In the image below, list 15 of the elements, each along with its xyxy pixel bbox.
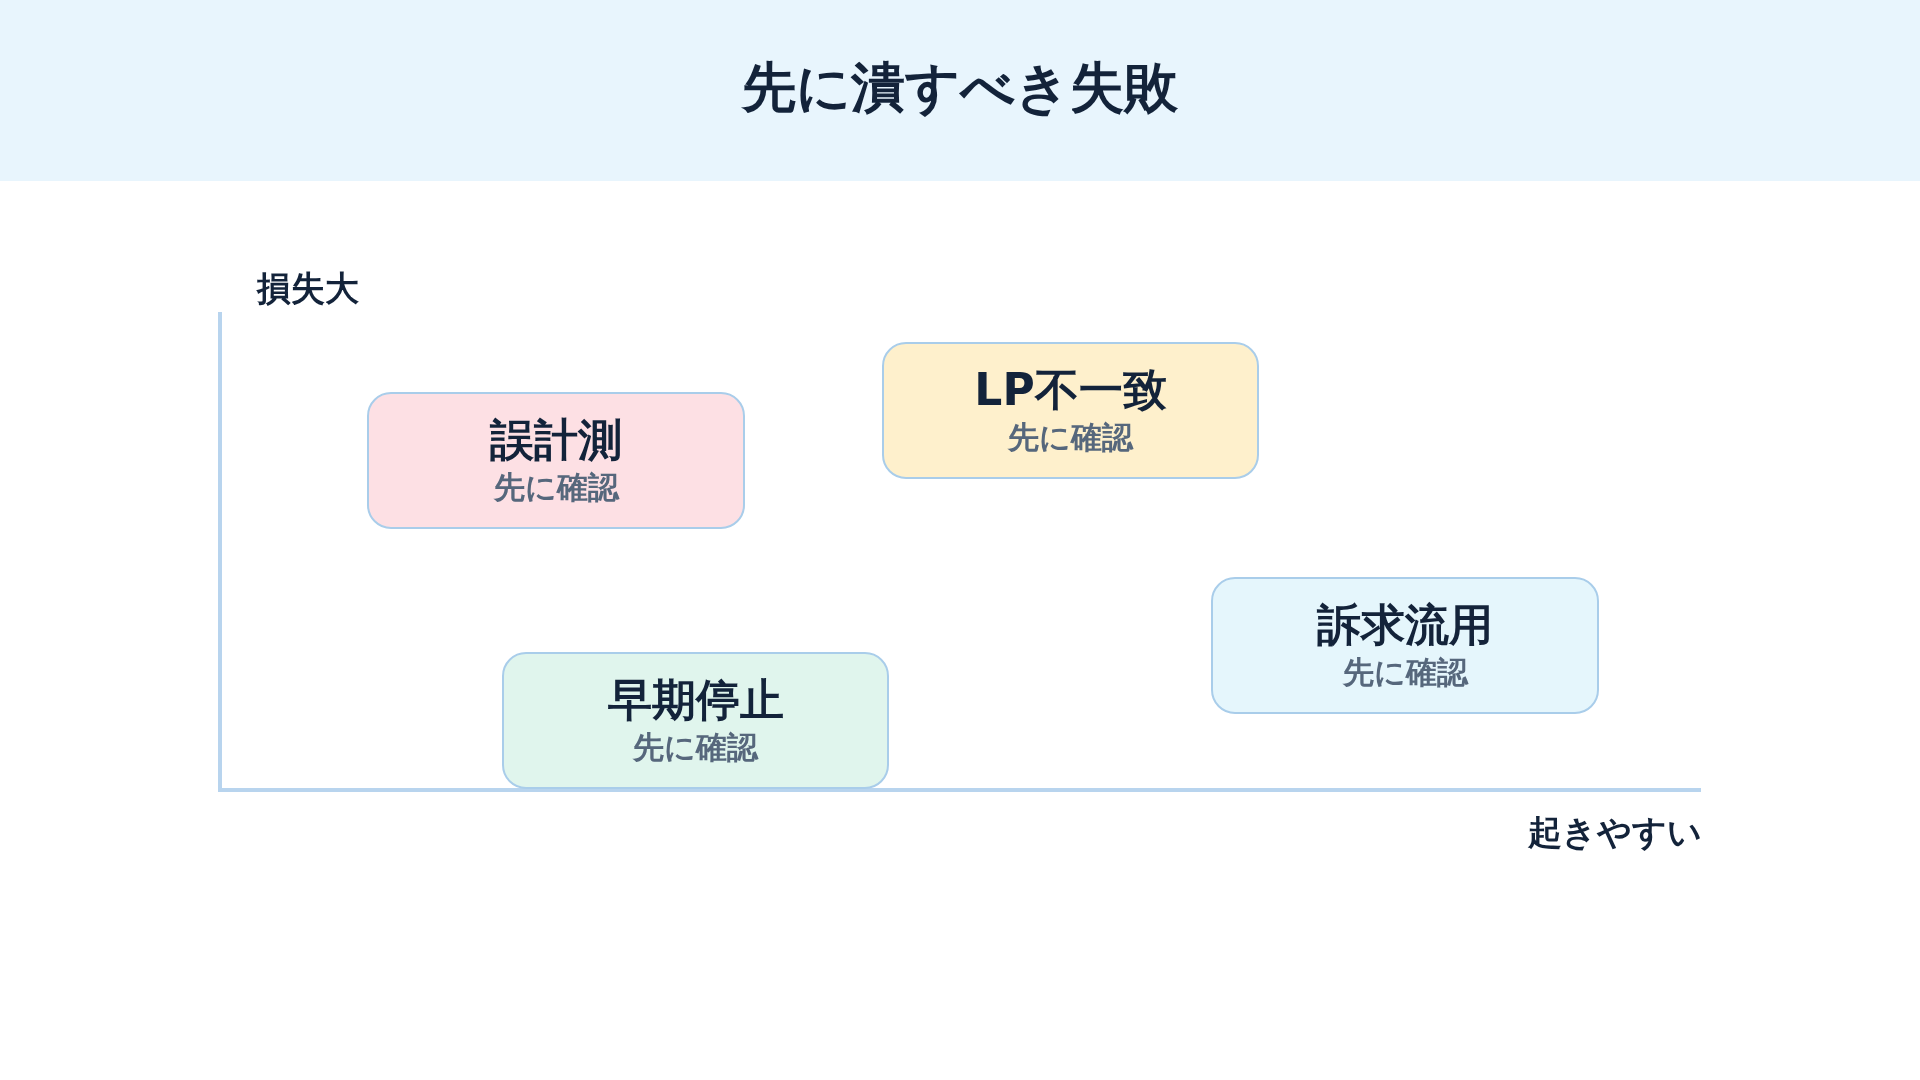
box-subtext: 先に確認	[1008, 419, 1133, 457]
rounded-box	[882, 342, 1259, 479]
box-subtext: 先に確認	[1342, 654, 1468, 692]
box-heading: 誤計測	[490, 414, 622, 466]
rounded-box	[1211, 577, 1599, 714]
x-axis-label: 起きやすい	[1528, 811, 1702, 854]
box-heading: 早期停止	[607, 674, 784, 726]
rounded-box	[502, 652, 889, 789]
box-heading: 訴求流用	[1317, 599, 1493, 651]
box-subtext: 先に確認	[493, 469, 619, 507]
box-subtext: 先に確認	[633, 729, 758, 767]
box-heading: LP不一致	[974, 364, 1167, 416]
rounded-box	[367, 392, 745, 529]
title: 先に潰すべき失敗	[740, 55, 1179, 121]
y-axis-label: 損失大	[257, 267, 359, 310]
